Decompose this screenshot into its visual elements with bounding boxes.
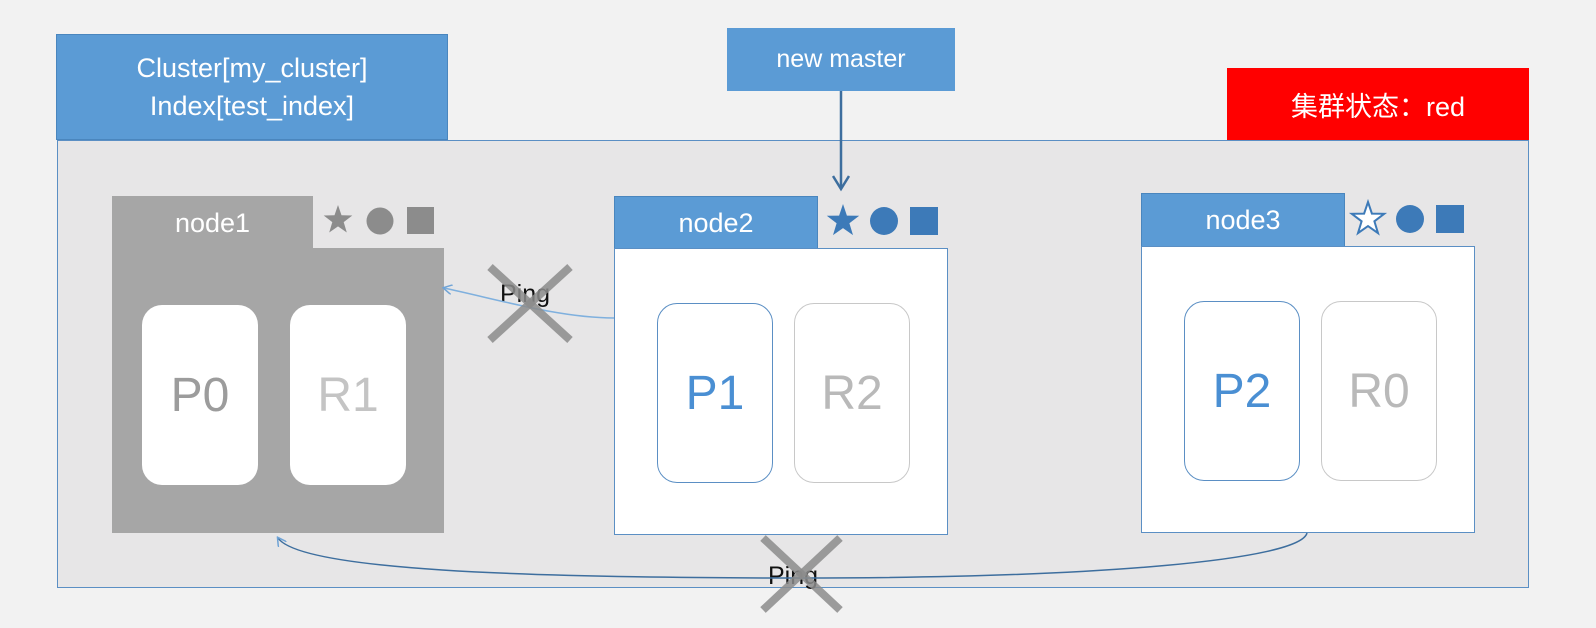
square-icon <box>407 207 434 234</box>
node2-tab: node2 <box>614 196 818 250</box>
cluster-name: Cluster[my_cluster] <box>136 53 368 83</box>
node2-shard-primary: P1 <box>657 303 773 483</box>
ping-arrow-node3-node1 <box>278 532 1308 579</box>
ping-failed-cross-2 <box>760 535 843 613</box>
square-icon <box>910 207 938 235</box>
node1-shard-primary: P0 <box>142 305 258 485</box>
node2-name: node2 <box>678 207 754 238</box>
cluster-status-badge: 集群状态：red <box>1227 68 1529 140</box>
node1-tab: node1 <box>112 196 313 250</box>
node2-shard-replica: R2 <box>794 303 910 483</box>
node1-name: node1 <box>174 207 251 238</box>
cluster-title: Cluster[my_cluster] Index[test_index] <box>56 34 448 140</box>
circle-icon <box>366 207 394 235</box>
star-outline-icon <box>1348 198 1388 236</box>
node2-role-icons <box>826 204 938 236</box>
circle-icon <box>1396 205 1424 233</box>
node3-shard-replica: R0 <box>1321 301 1437 481</box>
node1-role-icons <box>323 205 434 235</box>
ping-failed-cross-1 <box>487 264 573 343</box>
node3-shard-primary: P2 <box>1184 301 1300 481</box>
index-name: Index[test_index] <box>149 91 355 121</box>
square-icon <box>1436 205 1464 233</box>
node3-tab: node3 <box>1141 193 1345 247</box>
new-master-label: new master <box>727 28 955 91</box>
node1-shard-replica: R1 <box>290 305 406 485</box>
star-icon <box>323 205 353 233</box>
node3-role-icons <box>1348 198 1464 236</box>
node3-name: node3 <box>1205 204 1281 235</box>
circle-icon <box>870 207 898 235</box>
star-icon <box>826 204 860 236</box>
